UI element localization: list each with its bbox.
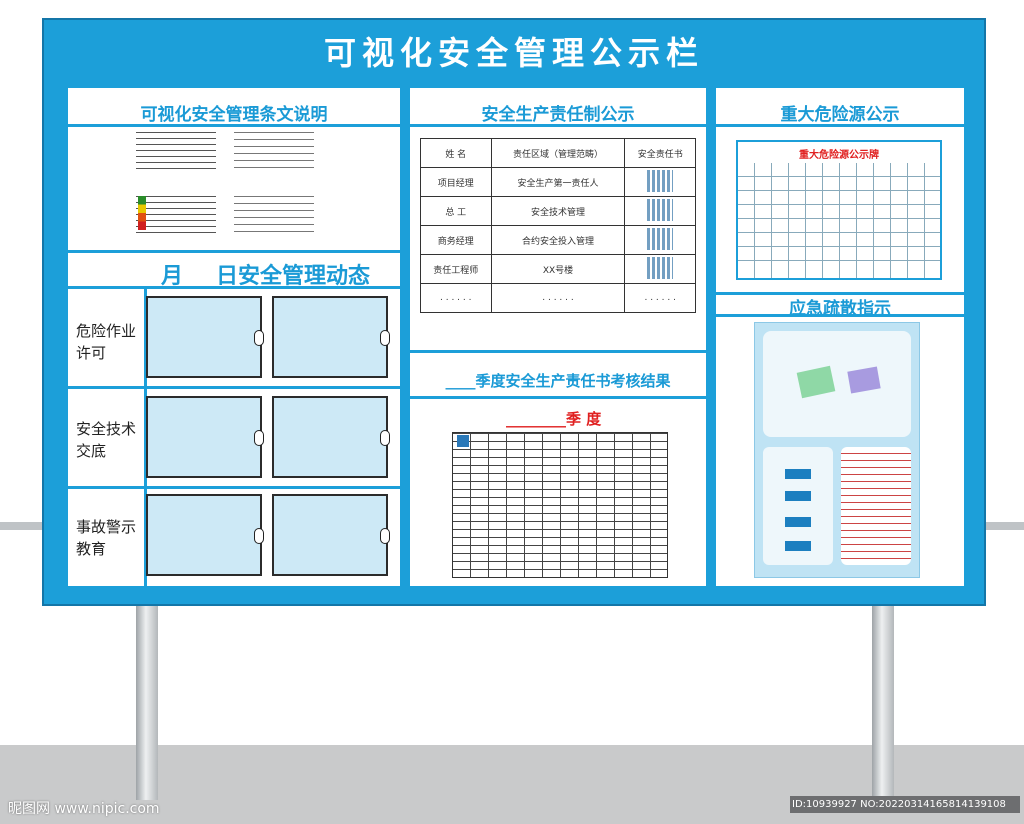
table-cell: . . . . . . — [420, 283, 492, 313]
section-title-responsibility: 安全生产责任制公示 — [481, 105, 635, 125]
divider — [68, 286, 400, 289]
flow-node — [785, 469, 811, 479]
divider — [68, 486, 400, 489]
building-icon — [847, 366, 881, 394]
row-label-tech-briefing: 安全技术交底 — [76, 420, 137, 460]
handle-icon — [380, 430, 390, 446]
quarter-label: ________季 度 — [506, 410, 602, 428]
left-column: 可视化安全管理条文说明 ___月___日安全管理动态 危险作业许可 安全技术交底… — [68, 88, 400, 586]
table-row: 项目经理 安全生产第一责任人 — [420, 167, 696, 197]
left-post — [136, 600, 158, 800]
divider — [68, 386, 400, 389]
left-rail — [0, 522, 42, 530]
handle-icon — [380, 330, 390, 346]
handle-icon — [254, 430, 264, 446]
responsibility-table: 姓 名 责任区域（管理范畴） 安全责任书 项目经理 安全生产第一责任人 总 工 … — [420, 138, 696, 313]
qr-code-icon — [624, 167, 696, 197]
display-case[interactable] — [272, 494, 390, 576]
display-case[interactable] — [146, 296, 264, 378]
divider — [410, 396, 706, 399]
table-cell: . . . . . . — [624, 283, 696, 313]
table-cell: . . . . . . — [490, 283, 626, 313]
display-case[interactable] — [272, 296, 390, 378]
watermark-right: ID:10939927 NO:20220314165814139108 — [790, 796, 1020, 813]
table-cell: XX号楼 — [490, 254, 626, 284]
divider — [68, 124, 400, 127]
flow-node — [785, 491, 811, 501]
handle-icon — [380, 528, 390, 544]
regulation-thumbnail-2 — [234, 130, 314, 174]
table-cell: 合约安全投入管理 — [490, 225, 626, 255]
table-row: 责任工程师 XX号楼 — [420, 254, 696, 284]
column-header: 责任区域（管理范畴） — [490, 138, 626, 168]
right-rail — [986, 522, 1024, 530]
qr-code-icon — [624, 254, 696, 284]
middle-column: 安全生产责任制公示 姓 名 责任区域（管理范畴） 安全责任书 项目经理 安全生产… — [410, 88, 706, 586]
emergency-notes-panel — [841, 447, 911, 565]
right-column: 重大危险源公示 重大危险源公示牌 应急疏散指示 — [716, 88, 964, 586]
divider — [410, 124, 706, 127]
table-cell: 责任工程师 — [420, 254, 492, 284]
table-row: 商务经理 合约安全投入管理 — [420, 225, 696, 255]
display-case[interactable] — [146, 494, 264, 576]
table-cell: 安全技术管理 — [490, 196, 626, 226]
regulation-thumbnail-1 — [136, 130, 216, 174]
divider — [716, 292, 964, 295]
logo-icon — [457, 435, 469, 447]
flow-node — [785, 541, 811, 551]
color-legend-icon — [138, 196, 146, 230]
handle-icon — [254, 330, 264, 346]
section-title-hazard-sources: 重大危险源公示 — [780, 105, 900, 125]
regulation-thumbnail-3 — [136, 194, 216, 238]
building-icon — [796, 365, 836, 399]
divider — [716, 124, 964, 127]
table-row: 总 工 安全技术管理 — [420, 196, 696, 226]
section-title-regulations: 可视化安全管理条文说明 — [140, 105, 328, 125]
display-case[interactable] — [146, 396, 264, 478]
divider — [716, 314, 964, 317]
flowchart-panel — [763, 447, 833, 565]
table-header-row: 姓 名 责任区域（管理范畴） 安全责任书 — [420, 138, 696, 168]
column-header: 安全责任书 — [624, 138, 696, 168]
flow-node — [785, 517, 811, 527]
evacuation-map-thumbnail — [754, 322, 920, 578]
site-map — [763, 331, 911, 437]
row-label-work-permit: 危险作业许可 — [76, 322, 137, 362]
table-cell: 安全生产第一责任人 — [490, 167, 626, 197]
watermark-left: 昵图网 www.nipic.com — [8, 801, 160, 817]
table-cell: 项目经理 — [420, 167, 492, 197]
right-post — [872, 600, 894, 800]
column-header: 姓 名 — [420, 138, 492, 168]
table-cell: 商务经理 — [420, 225, 492, 255]
table-cell: 总 工 — [420, 196, 492, 226]
section-title-quarterly-results: ____季度安全生产责任书考核结果 — [445, 372, 671, 390]
handle-icon — [254, 528, 264, 544]
divider — [68, 250, 400, 253]
divider — [410, 350, 706, 353]
divider — [144, 286, 147, 586]
notice-board: 可视化安全管理公示栏 可视化安全管理条文说明 ___月___日安全管理动态 危险… — [42, 18, 986, 606]
section-title-daily-dynamics: ___月___日安全管理动态 — [128, 264, 371, 289]
row-label-accident-warning: 事故警示教育 — [76, 518, 137, 558]
assessment-form-thumbnail — [452, 432, 668, 578]
board-title: 可视化安全管理公示栏 — [323, 34, 704, 72]
hazard-board-thumbnail: 重大危险源公示牌 — [736, 140, 942, 280]
qr-code-icon — [624, 196, 696, 226]
table-row: . . . . . . . . . . . . . . . . . . — [420, 283, 696, 313]
hazard-board-title: 重大危险源公示牌 — [738, 142, 940, 163]
qr-code-icon — [624, 225, 696, 255]
display-case[interactable] — [272, 396, 390, 478]
regulation-thumbnail-4 — [234, 194, 314, 238]
